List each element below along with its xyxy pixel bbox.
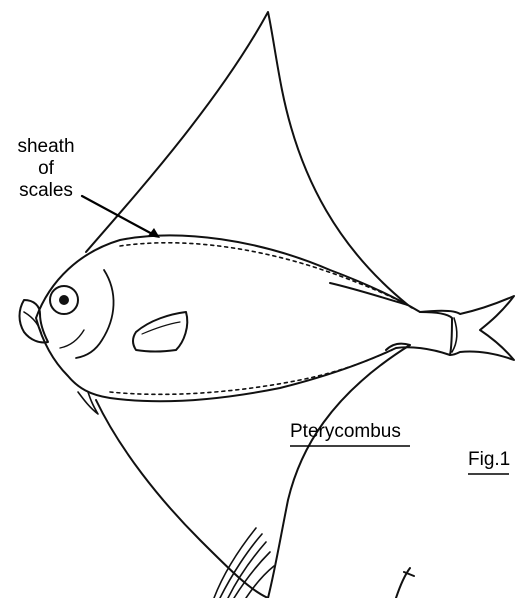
gill-cover (76, 270, 114, 358)
sheath-label-line2: of (6, 158, 86, 180)
genus-name-label: Pterycombus (290, 422, 401, 442)
dorsal-fin (86, 12, 408, 305)
figure-number-label: Fig.1 (468, 450, 510, 470)
ventral-scale-sheath (110, 350, 392, 394)
dorsal-scale-sheath (120, 243, 412, 308)
fish-body (36, 235, 452, 401)
mouth (20, 300, 49, 343)
sheath-label-line3: scales (6, 180, 86, 202)
label-pointer-line (82, 196, 156, 236)
pectoral-fin (133, 312, 187, 352)
scribble-mark (396, 568, 414, 598)
sheath-of-scales-label: sheath of scales (6, 136, 86, 202)
preopercle (60, 330, 84, 348)
anal-fin (96, 344, 410, 598)
sheath-label-line1: sheath (6, 136, 86, 158)
eye-pupil (59, 295, 69, 305)
